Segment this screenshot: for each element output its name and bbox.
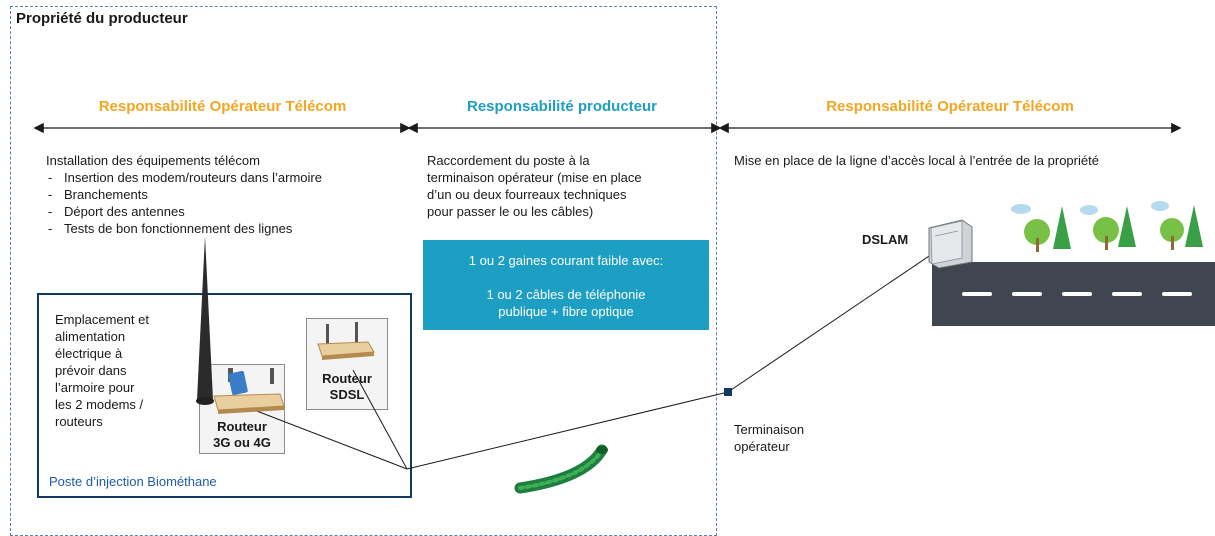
middle-zone-text: Raccordement du poste à la terminaison o… [427, 152, 712, 220]
cable-info-box: 1 ou 2 gaines courant faible avec: 1 ou … [423, 240, 709, 330]
property-title: Propriété du producteur [16, 10, 188, 27]
left-zone-item: Déport des antennes [46, 203, 406, 220]
connection-lines [248, 249, 939, 470]
poste-injection-label: Poste d’injection Biométhane [49, 474, 217, 489]
middle-zone-line: pour passer le ou les câbles) [427, 204, 594, 219]
zone-title-right: Responsabilité Opérateur Télécom [826, 98, 1074, 115]
emplacement-line: les 2 modems / [55, 397, 144, 412]
emplacement-line: prévoir dans [55, 363, 127, 378]
emplacement-line: électrique à [55, 346, 123, 361]
router-3g-4g-icon [213, 368, 285, 414]
cable-info-line: 1 ou 2 gaines courant faible avec: [468, 253, 664, 268]
middle-zone-line: Raccordement du poste à la [427, 153, 590, 168]
right-zone-text: Mise en place de la ligne d’accès local … [734, 153, 1099, 168]
dslam-label: DSLAM [862, 232, 909, 247]
emplacement-line: l’armoire pour [55, 380, 135, 395]
road-markings [962, 292, 1192, 296]
tree-icon [1093, 206, 1136, 250]
tree-icon [1024, 206, 1071, 252]
terminaison-point [724, 388, 732, 396]
middle-zone-line: d’un ou deux fourreaux techniques [427, 187, 627, 202]
antenna-icon [196, 236, 214, 405]
router-sdsl-icon [317, 322, 375, 360]
zone-title-left: Responsabilité Opérateur Télécom [98, 98, 347, 115]
router-sdsl-box: Routeur SDSL [306, 318, 388, 410]
router-sdsl-sublabel: SDSL [329, 387, 365, 402]
cable-info-line: publique + fibre optique [498, 304, 634, 319]
cable-info-line: 1 ou 2 câbles de téléphonie [486, 287, 646, 302]
tree-icon [1160, 205, 1203, 250]
terminaison-line: Terminaison [734, 422, 805, 437]
left-zone-intro: Installation des équipements télécom [46, 153, 260, 168]
dslam-cabinet-icon [928, 219, 973, 269]
left-zone-item: Branchements [46, 186, 406, 203]
zone-title-middle: Responsabilité producteur [466, 98, 658, 115]
left-zone-item: Insertion des modem/routeurs dans l’armo… [46, 169, 406, 186]
emplacement-text: Emplacement et alimentation électrique à… [55, 311, 185, 430]
emplacement-line: alimentation [55, 329, 126, 344]
left-zone-item: Tests de bon fonctionnement des lignes [46, 220, 406, 237]
emplacement-line: routeurs [55, 414, 103, 429]
terminaison-label: Terminaison opérateur [734, 421, 804, 455]
router-3g-4g-label: Routeur [217, 419, 267, 434]
left-zone-text: Installation des équipements télécom Ins… [46, 152, 406, 237]
middle-zone-line: terminaison opérateur (mise en place [427, 170, 642, 185]
cloud-icon [1011, 201, 1169, 215]
router-3g-4g-sublabel: 3G ou 4G [213, 435, 271, 450]
terminaison-line: opérateur [734, 439, 790, 454]
sheath-icon [514, 444, 608, 494]
emplacement-line: Emplacement et [55, 312, 149, 327]
